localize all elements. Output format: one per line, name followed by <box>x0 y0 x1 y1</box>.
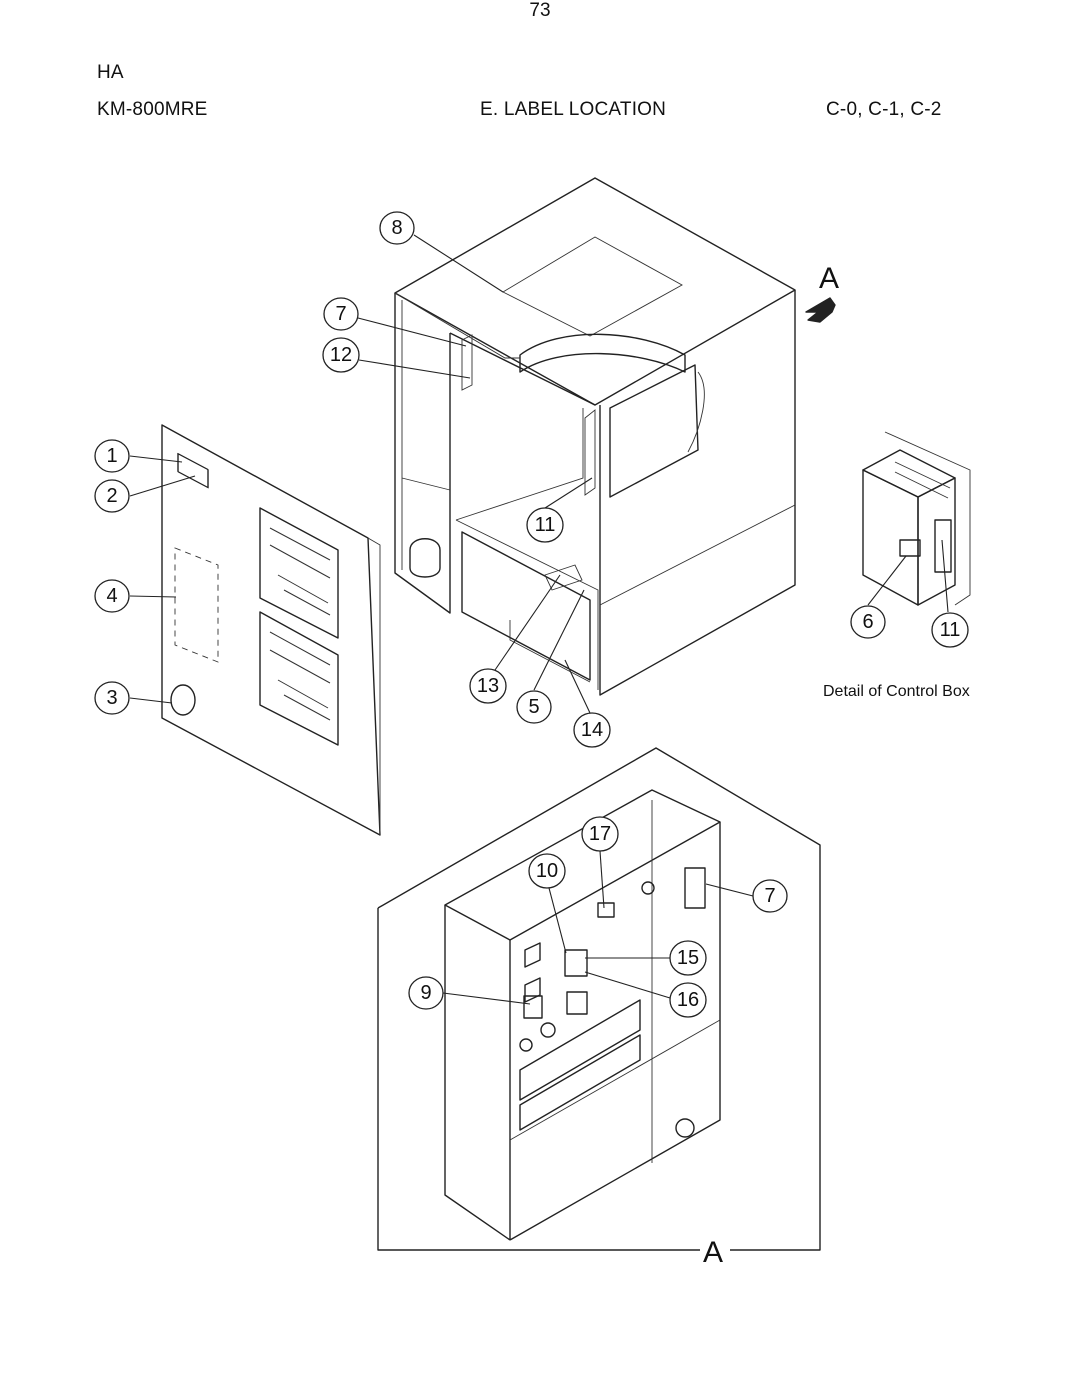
callout-bubble <box>94 579 130 613</box>
callout-11-detail: 11 <box>940 619 961 641</box>
callout-bubble <box>581 816 619 852</box>
callout-2: 2 <box>106 485 117 507</box>
callout-15: 15 <box>677 947 699 969</box>
svg-text:A: A <box>819 262 839 295</box>
cabinet-drawing: A <box>394 177 839 696</box>
callout-bubble <box>669 982 707 1018</box>
model-number: KM-800MRE <box>97 99 208 120</box>
page-number: 73 <box>529 0 551 21</box>
callout-bubble <box>752 879 788 913</box>
callout-8: 8 <box>391 217 402 239</box>
callout-bubble <box>379 211 415 245</box>
callout-bubble <box>526 507 564 543</box>
callout-17: 17 <box>589 823 611 845</box>
callout-4: 4 <box>106 585 117 607</box>
callout-12: 12 <box>330 344 352 366</box>
front-panel-drawing <box>161 424 381 836</box>
brand-label: HA <box>97 62 124 83</box>
callouts: 1 2 3 4 5 6 7 7 8 9 <box>94 211 969 1018</box>
callout-bubble <box>322 337 360 373</box>
view-a-marker: A <box>703 1236 723 1269</box>
callout-7-rear: 7 <box>764 885 775 907</box>
callout-bubble <box>669 940 707 976</box>
callout-bubble <box>94 681 130 715</box>
detail-caption: Detail of Control Box <box>823 683 970 700</box>
callout-14: 14 <box>581 719 603 741</box>
callout-9: 9 <box>420 982 431 1004</box>
callout-bubble <box>469 668 507 704</box>
callout-7: 7 <box>335 303 346 325</box>
callout-bubble <box>516 690 552 724</box>
callout-bubble <box>94 479 130 513</box>
callout-1: 1 <box>106 445 117 467</box>
callout-bubble <box>573 712 611 748</box>
callout-3: 3 <box>106 687 117 709</box>
callout-bubble <box>94 439 130 473</box>
model-codes: C-0, C-1, C-2 <box>826 99 942 120</box>
callout-11: 11 <box>535 514 556 536</box>
callout-10: 10 <box>536 860 558 882</box>
callout-5: 5 <box>528 696 539 718</box>
control-box-drawing <box>862 431 971 606</box>
callout-13: 13 <box>477 675 499 697</box>
callout-6: 6 <box>862 611 873 633</box>
callout-bubble <box>931 612 969 648</box>
callout-16: 16 <box>677 989 699 1011</box>
callout-bubble <box>408 976 444 1010</box>
callout-bubble <box>528 853 566 889</box>
callout-bubble <box>850 605 886 639</box>
callout-bubble <box>323 297 359 331</box>
section-title: E. LABEL LOCATION <box>480 99 667 120</box>
